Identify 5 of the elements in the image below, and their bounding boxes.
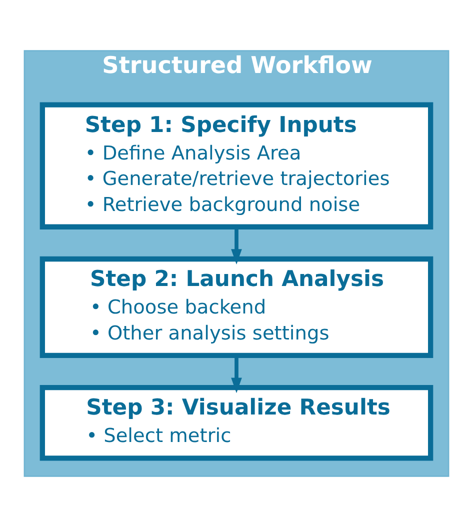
arrow — [230, 227, 242, 265]
node-box: Step 2: Launch Analysis • Choose backend • Other analysis settings — [39, 256, 433, 358]
arrow — [230, 355, 242, 394]
node-box: Step 1: Specify Inputs • Define Analysis Area • Generate/retrieve trajectories • Retrieve background noise — [39, 102, 433, 230]
node-box: Step 3: Visualize Results • Select metric — [39, 384, 433, 461]
